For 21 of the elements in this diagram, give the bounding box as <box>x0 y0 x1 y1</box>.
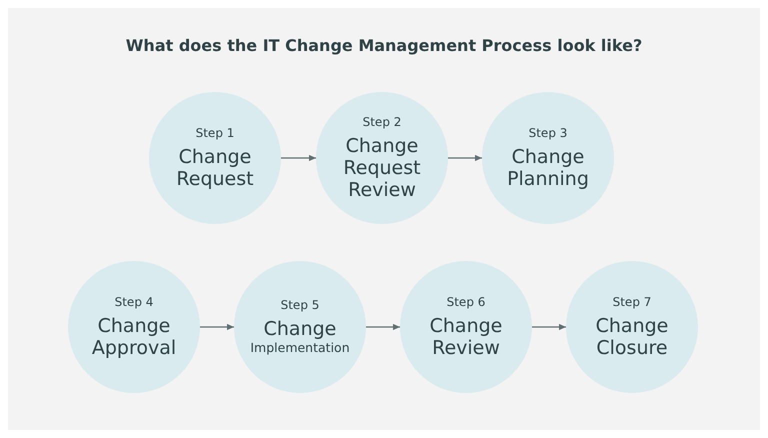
arrow <box>532 324 566 330</box>
step-name: Change Planning <box>506 146 590 190</box>
step-name: Change <box>264 318 336 340</box>
step-name: Change Request Review <box>342 135 422 201</box>
step-number: Step 6 <box>446 295 486 309</box>
title: What does the IT Change Management Process look like? <box>126 36 642 55</box>
step-name: Change Closure <box>594 315 670 359</box>
step-name: Change Review <box>428 315 504 359</box>
arrow <box>281 154 316 162</box>
step-number: Step 1 <box>196 126 234 140</box>
arrow <box>200 324 234 330</box>
step-name: Change Approval <box>90 315 178 359</box>
step-number: Step 2 <box>362 115 402 129</box>
step-number: Step 4 <box>114 295 154 309</box>
arrow <box>366 324 400 330</box>
step-number: Step 3 <box>528 126 568 140</box>
step-number: Step 5 <box>280 298 320 312</box>
arrow <box>448 154 482 162</box>
step-name: Change Request <box>175 146 255 190</box>
step-name: Implementation <box>250 340 350 356</box>
step-number: Step 7 <box>612 295 652 309</box>
